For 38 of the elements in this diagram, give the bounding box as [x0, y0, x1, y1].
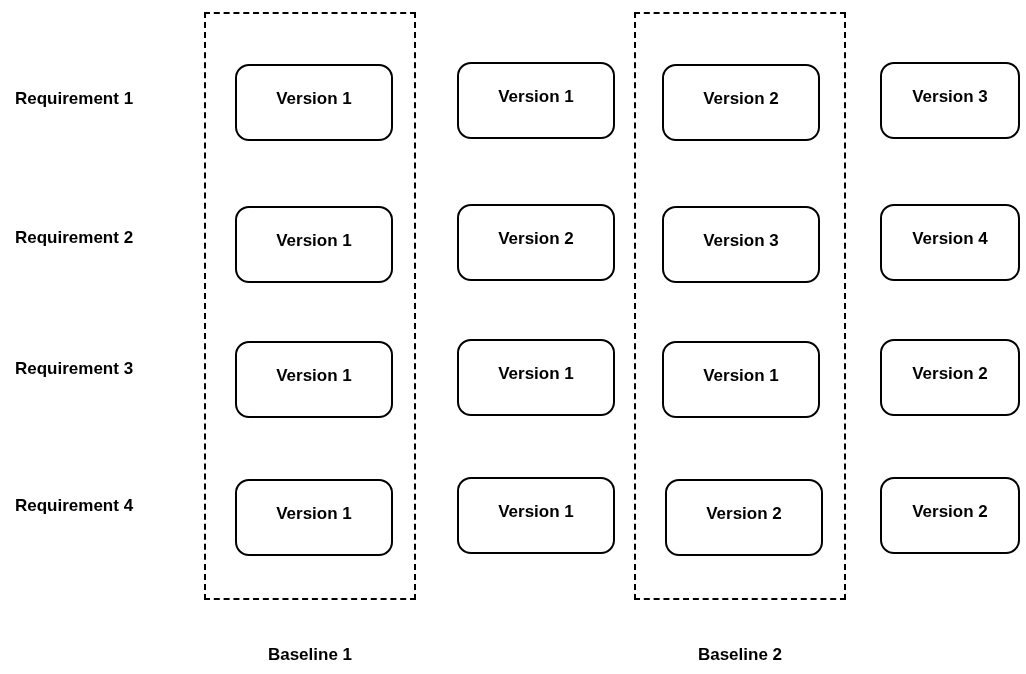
version-box: [457, 339, 615, 416]
version-text: Version 3: [703, 230, 779, 252]
version-box: [662, 64, 820, 141]
version-text: Version 1: [276, 365, 352, 387]
version-box: [880, 339, 1020, 416]
version-box: [665, 479, 823, 556]
version-text: Version 1: [498, 86, 574, 108]
version-text: Version 2: [912, 363, 988, 385]
requirement-label: Requirement 4: [15, 495, 134, 517]
requirement-label: Requirement 3: [15, 358, 134, 380]
version-text: Version 4: [912, 228, 988, 250]
version-box: [235, 479, 393, 556]
requirement-label: Requirement 2: [15, 227, 134, 249]
version-text: Version 1: [498, 363, 574, 385]
version-box: [880, 204, 1020, 281]
version-text: Version 2: [706, 503, 782, 525]
version-box: [235, 64, 393, 141]
version-text: Version 2: [912, 501, 988, 523]
version-text: Version 2: [703, 88, 779, 110]
version-box: [235, 341, 393, 418]
requirement-label: Requirement 1: [15, 88, 134, 110]
version-box: [457, 204, 615, 281]
version-text: Version 2: [498, 228, 574, 250]
version-text: Version 1: [276, 230, 352, 252]
version-text: Version 3: [912, 86, 988, 108]
version-text: Version 1: [276, 88, 352, 110]
version-box: [235, 206, 393, 283]
version-box: [662, 206, 820, 283]
version-text: Version 1: [498, 501, 574, 523]
version-box: [880, 477, 1020, 554]
version-box: [880, 62, 1020, 139]
version-box: [662, 341, 820, 418]
version-text: Version 1: [276, 503, 352, 525]
baseline-heading: Baseline 1: [266, 644, 354, 666]
version-box: [457, 477, 615, 554]
version-box: [457, 62, 615, 139]
version-text: Version 1: [703, 365, 779, 387]
baseline-heading: Baseline 2: [696, 644, 784, 666]
